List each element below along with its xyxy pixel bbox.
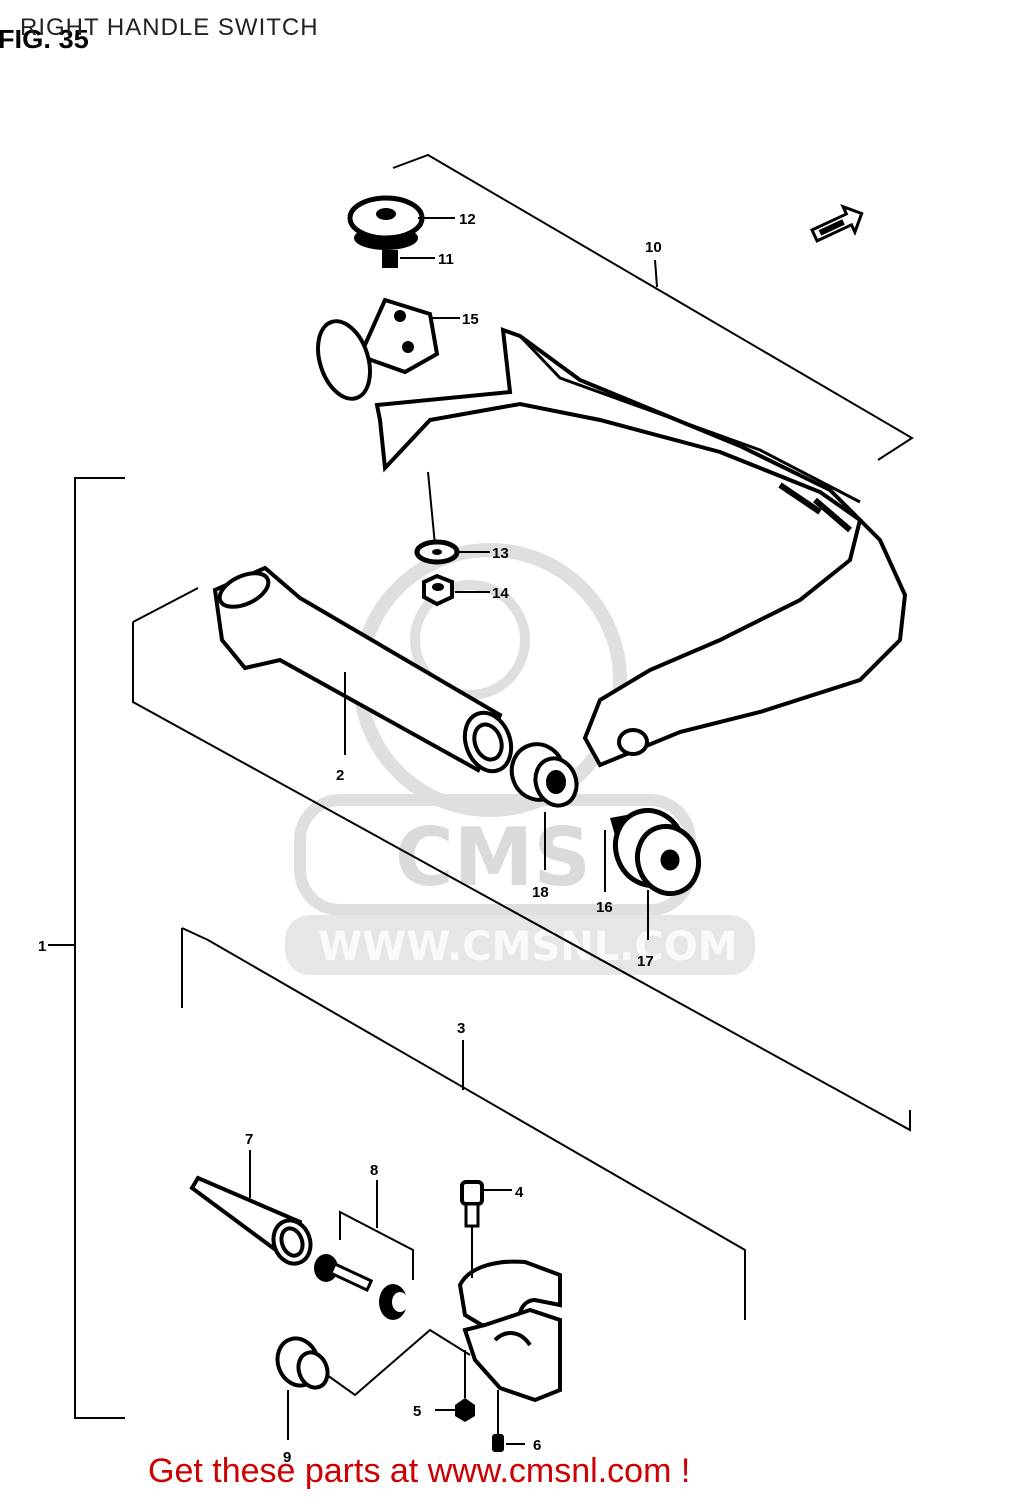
spacer-18 <box>509 742 579 808</box>
callout-labels: 1 2 3 4 5 6 7 8 9 10 11 12 13 14 15 16 1… <box>38 211 662 1466</box>
washer-13 <box>414 539 460 565</box>
page-title: RIGHT HANDLE SWITCH <box>20 14 319 41</box>
nut-14 <box>422 573 454 607</box>
callout-4: 4 <box>515 1184 524 1201</box>
screw-11 <box>382 250 398 268</box>
figure-number: FIG. 35 <box>0 24 89 54</box>
callout-18: 18 <box>532 884 549 901</box>
callout-8: 8 <box>370 1162 378 1179</box>
callout-13: 13 <box>492 545 509 562</box>
leader-13-14 <box>427 471 436 546</box>
cone-7 <box>189 1175 313 1266</box>
collar-9 <box>275 1336 330 1390</box>
clamp-15 <box>316 297 440 401</box>
cap-12 <box>347 195 425 250</box>
footer-promo-link[interactable]: Get these parts at www.cmsnl.com ! <box>148 1452 691 1490</box>
bracket-8 <box>339 1180 414 1280</box>
watermark-url: WWW.CMSNL.COM <box>318 924 738 970</box>
leader-9-link <box>319 1328 471 1397</box>
bracket-2 <box>132 587 911 1132</box>
bracket-10 <box>392 153 914 461</box>
callout-15: 15 <box>462 311 479 328</box>
callout-7: 7 <box>245 1131 253 1148</box>
front-arrow-icon <box>810 204 864 243</box>
callout-1: 1 <box>38 938 46 955</box>
callout-6: 6 <box>533 1437 541 1454</box>
screw-4 <box>460 1180 484 1228</box>
grip-2 <box>212 565 514 774</box>
callout-11: 11 <box>438 251 454 268</box>
adjuster-8 <box>314 1254 408 1320</box>
housing-3 <box>457 1259 562 1403</box>
bar-end-17 <box>613 807 701 897</box>
nut-5 <box>455 1398 475 1422</box>
callout-2: 2 <box>336 767 344 784</box>
callout-9: 9 <box>283 1449 291 1466</box>
callout-14: 14 <box>492 585 509 602</box>
watermark-brand: CMS <box>395 811 591 904</box>
callout-10: 10 <box>645 239 662 256</box>
bracket-1 <box>48 477 125 1419</box>
hand-guard-10 <box>374 327 908 768</box>
screw-6 <box>492 1434 504 1452</box>
callout-16: 16 <box>596 899 613 916</box>
leader-arms <box>400 217 512 1191</box>
watermark: CMS WWW.CMSNL.COM <box>285 543 755 975</box>
callout-5: 5 <box>413 1403 421 1420</box>
callout-12: 12 <box>459 211 476 228</box>
callout-17: 17 <box>637 953 654 970</box>
bracket-3 <box>181 927 746 1320</box>
callout-3: 3 <box>457 1020 465 1037</box>
